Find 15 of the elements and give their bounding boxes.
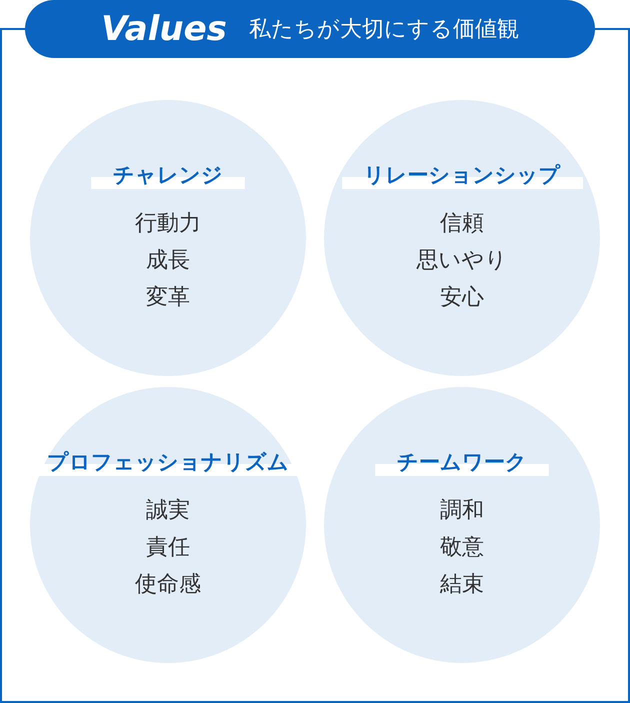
value-word: 責任 — [146, 534, 190, 562]
title-text: Values — [101, 9, 227, 49]
value-word: 思いやり — [416, 246, 508, 274]
value-word: 使命感 — [135, 570, 201, 598]
value-word: 変革 — [146, 284, 190, 312]
value-word: 敬意 — [440, 534, 484, 562]
value-word: 成長 — [146, 246, 190, 274]
value-word: 安心 — [440, 284, 484, 312]
value-word: 行動力 — [135, 210, 201, 238]
value-word: 調和 — [440, 496, 484, 524]
value-word: 信頼 — [440, 210, 484, 238]
value-word: 結束 — [440, 570, 484, 598]
value-word: 誠実 — [146, 496, 190, 524]
circle-heading: リレーションシップ — [342, 160, 582, 188]
subtitle-text: 私たちが大切にする価値観 — [248, 16, 519, 44]
